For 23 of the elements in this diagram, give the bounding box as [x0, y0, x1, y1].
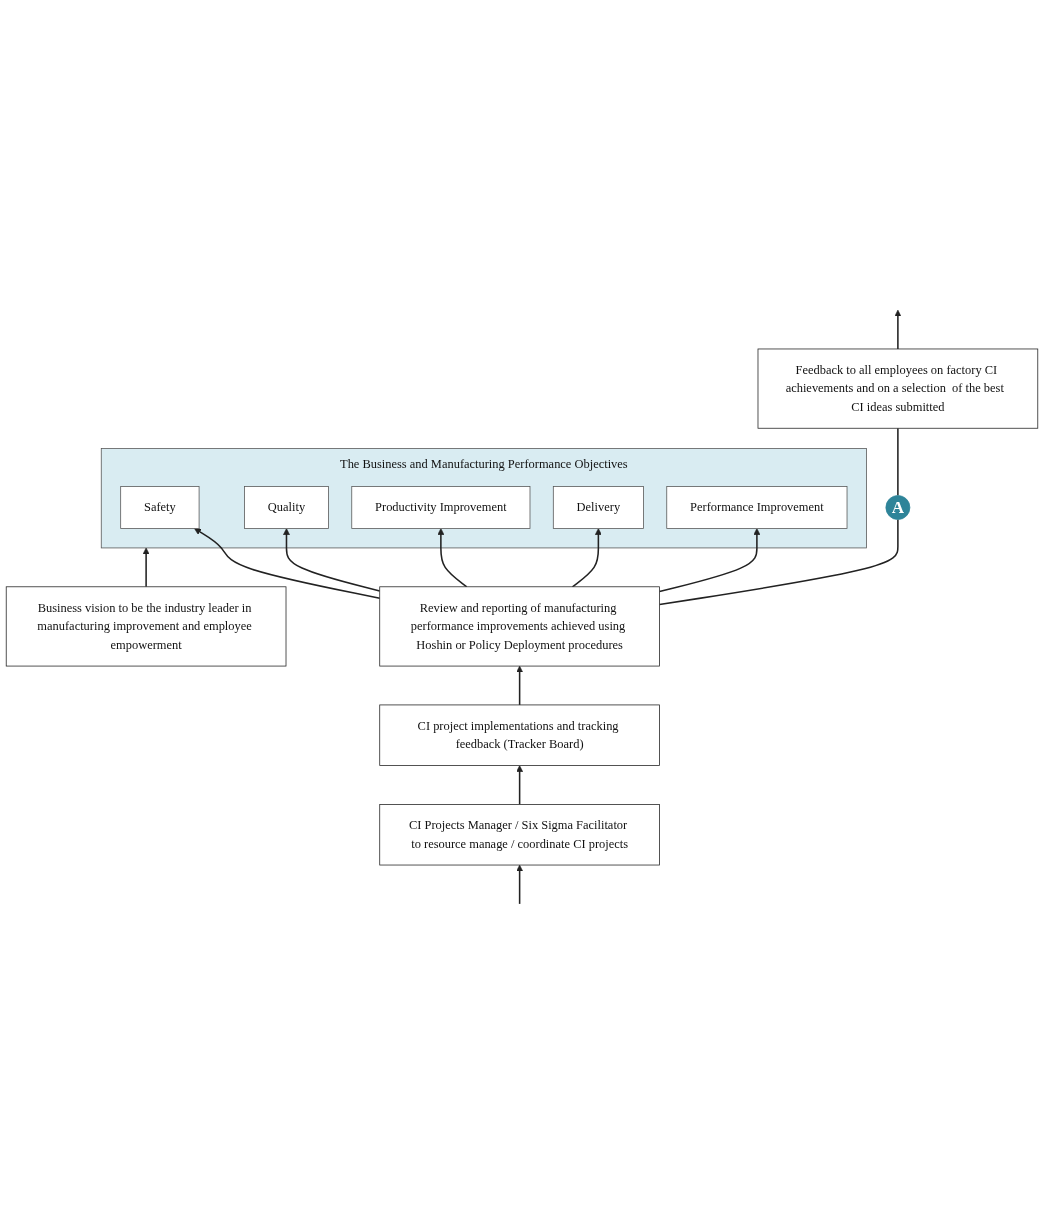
- arrow: [571, 528, 602, 588]
- arrow: [437, 528, 468, 588]
- arrow: [194, 528, 381, 599]
- connector: [897, 427, 899, 497]
- node-box: Business vision to be the industry leader in manufacturing improvement and employee empowerment: [5, 586, 287, 667]
- node-box: Productivity Improvement: [351, 486, 531, 529]
- arrow: [516, 864, 524, 905]
- node-box: Review and reporting of manufacturing performance improvements achieved using Hoshin or Policy Deployment procedures: [379, 586, 660, 667]
- node-circle: A: [885, 495, 911, 520]
- node-box: CI Projects Manager / Six Sigma Facilitator to resource manage / coordinate CI projects: [379, 804, 660, 866]
- arrow: [142, 547, 150, 588]
- arrow: [283, 528, 381, 592]
- node-box: Quality: [244, 486, 329, 529]
- arrow: [658, 528, 761, 593]
- node-box: Feedback to all employees on factory CI achievements and on a selection of the best CI ideas submitted: [757, 348, 1039, 429]
- arrow: [516, 665, 524, 706]
- node-box: Performance Improvement: [666, 486, 848, 529]
- node-box: CI project implementations and tracking feedback (Tracker Board): [379, 704, 660, 766]
- arrow: [894, 309, 902, 350]
- node-box: Delivery: [552, 486, 644, 529]
- connector: [658, 518, 899, 606]
- arrow: [516, 765, 524, 806]
- node-box: Safety: [120, 486, 200, 529]
